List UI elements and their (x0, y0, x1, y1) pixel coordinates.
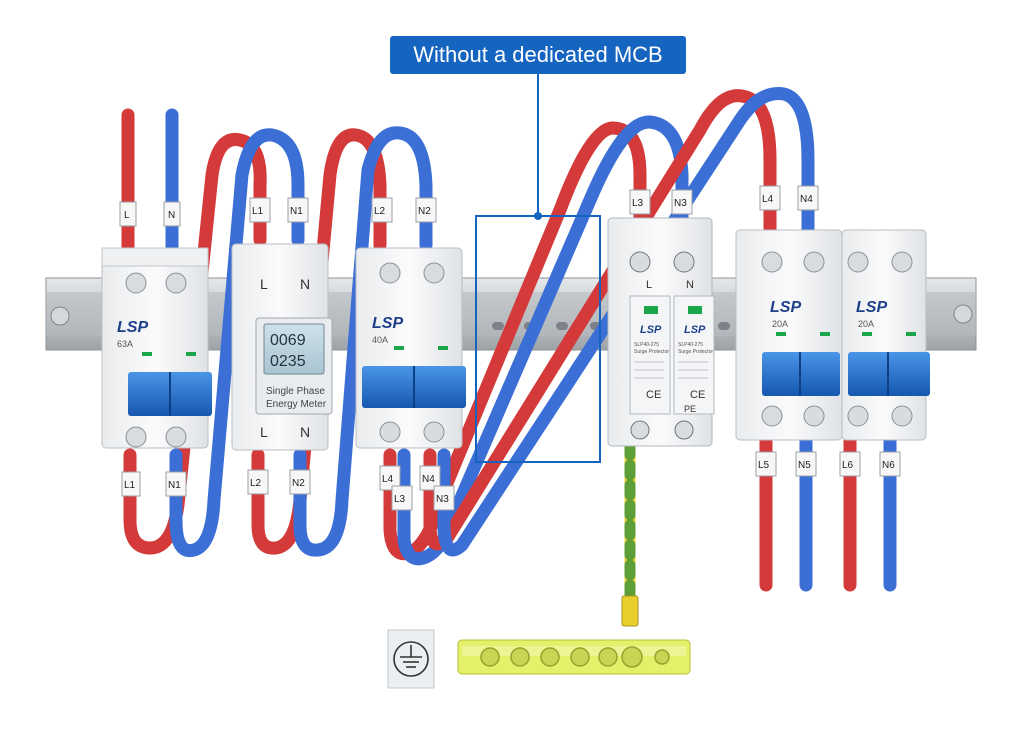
ground-symbol-icon (387, 629, 435, 689)
svg-text:L6: L6 (842, 460, 854, 471)
marker-sleeve: N2 (415, 197, 437, 223)
marker-sleeve: N3 (433, 485, 455, 511)
wires (121, 87, 897, 616)
spd-model: SLP40-275 (678, 342, 703, 348)
callout-label: Without a dedicated MCB (390, 36, 686, 74)
marker-sleeve: N6 (879, 451, 901, 477)
svg-text:L3: L3 (394, 494, 406, 505)
marker-sleeve: L (119, 201, 137, 227)
spd-terminal-n: N (686, 279, 694, 291)
spd-terminal-l: L (646, 279, 652, 291)
brand-logo: LSP (372, 315, 403, 332)
energy-meter: L N 0069 0235 Single Phase Energy Meter … (231, 243, 333, 451)
lcd-line-1: 0069 (270, 332, 306, 349)
main-mcb-63a: LSP 63A (101, 247, 212, 449)
mcb-20a-1: LSP 20A (735, 229, 843, 441)
svg-text:L3: L3 (632, 198, 644, 209)
marker-sleeve: N (163, 201, 181, 227)
meter-terminal-l: L (260, 276, 268, 292)
marker-sleeve: L1 (249, 197, 271, 223)
svg-text:N4: N4 (800, 194, 813, 205)
ce-mark: CE (646, 389, 661, 401)
svg-text:N: N (168, 210, 175, 221)
spd-type: Surge Protector (634, 349, 669, 355)
surge-protector: L N LSP LSP SLP40-275 SLP40-275 Surge Pr… (607, 217, 715, 447)
meter-terminal-n-bottom: N (300, 424, 310, 440)
pe-label: PE (684, 404, 696, 414)
ce-mark: CE (690, 389, 705, 401)
svg-text:N4: N4 (422, 474, 435, 485)
marker-sleeve: L2 (247, 469, 269, 495)
svg-text:N3: N3 (436, 494, 449, 505)
svg-text:L5: L5 (758, 460, 770, 471)
mcb-40a: LSP 40A (355, 247, 466, 449)
brand-logo: LSP (640, 324, 662, 336)
marker-sleeve: L4 (759, 185, 781, 211)
callout-indicator (475, 74, 601, 463)
earth-busbar (457, 595, 691, 675)
mcb-20a-2: LSP 20A (841, 229, 930, 441)
status-led (820, 332, 830, 336)
rating-label: 20A (858, 319, 874, 329)
svg-text:N5: N5 (798, 460, 811, 471)
marker-sleeve: L3 (391, 485, 413, 511)
status-led (862, 332, 872, 336)
rating-label: 20A (772, 319, 788, 329)
brand-logo: LSP (117, 319, 148, 336)
svg-text:N3: N3 (674, 198, 687, 209)
marker-sleeve: N4 (797, 185, 819, 211)
svg-text:L2: L2 (250, 478, 262, 489)
status-led (394, 346, 404, 350)
brand-logo: LSP (770, 299, 801, 316)
meter-terminal-n: N (300, 276, 310, 292)
status-led (438, 346, 448, 350)
marker-sleeve: N2 (289, 469, 311, 495)
svg-text:L4: L4 (382, 474, 394, 485)
marker-sleeve: N3 (671, 189, 693, 215)
marker-sleeve: N1 (165, 471, 187, 497)
svg-text:L1: L1 (124, 480, 136, 491)
rating-label: 63A (117, 339, 133, 349)
svg-text:N1: N1 (168, 480, 181, 491)
marker-sleeve: N4 (419, 465, 441, 491)
brand-logo: LSP (856, 299, 887, 316)
meter-terminal-l-bottom: L (260, 424, 268, 440)
marker-sleeve: L2 (371, 197, 393, 223)
svg-text:L2: L2 (374, 206, 386, 217)
spd-model: SLP40-275 (634, 342, 659, 348)
lcd-line-2: 0235 (270, 353, 306, 370)
marker-sleeve: L6 (839, 451, 861, 477)
status-led (142, 352, 152, 356)
svg-text:N6: N6 (882, 460, 895, 471)
svg-text:L1: L1 (252, 206, 264, 217)
marker-sleeve: L3 (629, 189, 651, 215)
marker-sleeve: L4 (379, 465, 401, 491)
spd-type: Surge Protector (678, 349, 713, 355)
lcd-display (263, 323, 325, 375)
status-led (186, 352, 196, 356)
marker-sleeve: N5 (795, 451, 817, 477)
svg-text:L: L (124, 210, 130, 221)
rating-label: 40A (372, 335, 388, 345)
svg-text:L4: L4 (762, 194, 774, 205)
marker-sleeve: L5 (755, 451, 777, 477)
svg-text:N1: N1 (290, 206, 303, 217)
marker-sleeve: L1 (121, 471, 141, 497)
status-led (776, 332, 786, 336)
status-led (906, 332, 916, 336)
brand-logo: LSP (684, 324, 706, 336)
svg-text:N2: N2 (292, 478, 305, 489)
wire-markers: L N L1 N1 L2 N2 L3 N3 L4 N4 L1 N1 L2 N2 … (119, 185, 901, 511)
marker-sleeve: N1 (287, 197, 309, 223)
meter-caption-2: Energy Meter (266, 399, 327, 410)
meter-caption-1: Single Phase (266, 386, 325, 397)
svg-text:N2: N2 (418, 206, 431, 217)
